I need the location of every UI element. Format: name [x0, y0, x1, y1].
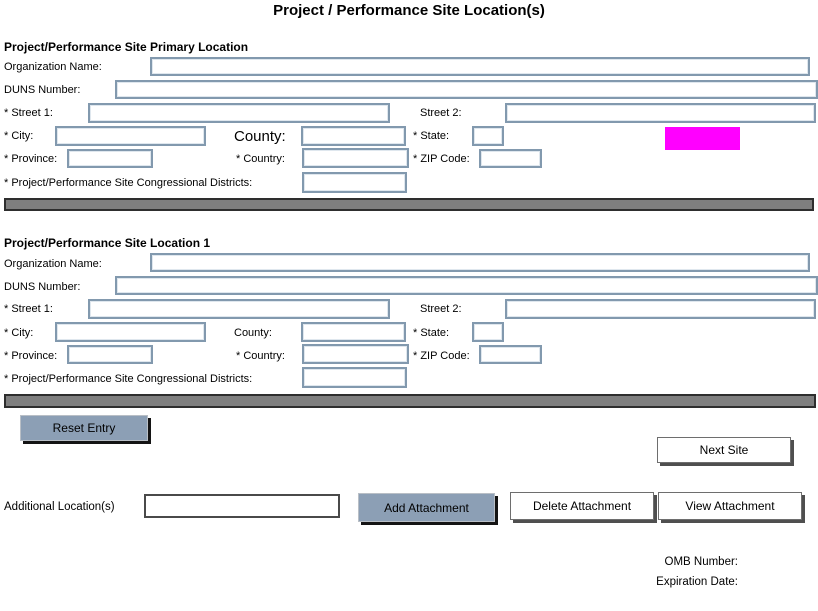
county-label: County: [234, 327, 272, 339]
country-label: * Country: [236, 153, 285, 165]
street2-label: Street 2: [420, 303, 462, 315]
congressional-districts-input[interactable] [302, 367, 407, 388]
county-label: County: [234, 128, 286, 145]
section-divider-bar [4, 198, 814, 211]
additional-locations-label: Additional Location(s) [4, 501, 115, 513]
city-label: * City: [4, 327, 34, 339]
additional-locations-input[interactable] [144, 494, 340, 518]
city-input[interactable] [55, 322, 206, 342]
zip-label: * ZIP Code: [413, 350, 470, 362]
org-name-input[interactable] [150, 253, 810, 272]
province-input[interactable] [67, 345, 153, 364]
org-name-input[interactable] [150, 57, 810, 76]
section-divider-bar [4, 394, 816, 408]
omb-number-label: OMB Number: [664, 556, 739, 568]
magenta-highlight [665, 127, 740, 150]
duns-label: DUNS Number: [4, 84, 81, 96]
county-input[interactable] [301, 322, 406, 342]
duns-input[interactable] [115, 80, 818, 99]
delete-attachment-button[interactable]: Delete Attachment [510, 492, 654, 520]
view-attachment-button[interactable]: View Attachment [658, 492, 802, 520]
state-label: * State: [413, 327, 450, 339]
zip-input[interactable] [479, 345, 542, 364]
country-label: * Country: [236, 350, 285, 362]
street1-input[interactable] [88, 299, 390, 319]
zip-input[interactable] [479, 149, 542, 168]
city-input[interactable] [55, 126, 206, 146]
street1-label: * Street 1: [4, 107, 53, 119]
country-input[interactable] [302, 344, 409, 364]
duns-input[interactable] [115, 276, 818, 295]
section-heading-location-1: Project/Performance Site Location 1 [4, 236, 211, 250]
state-input[interactable] [472, 322, 504, 342]
page-title: Project / Performance Site Location(s) [273, 2, 545, 19]
city-label: * City: [4, 130, 34, 142]
add-attachment-button[interactable]: Add Attachment [358, 493, 495, 522]
state-label: * State: [413, 130, 450, 142]
province-label: * Province: [4, 350, 58, 362]
reset-entry-button[interactable]: Reset Entry [20, 415, 148, 441]
street1-input[interactable] [88, 103, 390, 123]
expiration-date-label: Expiration Date: [656, 576, 738, 588]
duns-label: DUNS Number: [4, 281, 81, 293]
country-input[interactable] [302, 148, 409, 168]
street2-input[interactable] [505, 103, 816, 123]
congressional-districts-label: * Project/Performance Site Congressional… [4, 177, 253, 189]
province-input[interactable] [67, 149, 153, 168]
org-name-label: Organization Name: [4, 61, 102, 73]
org-name-label: Organization Name: [4, 258, 102, 270]
street2-label: Street 2: [420, 107, 462, 119]
zip-label: * ZIP Code: [413, 153, 470, 165]
congressional-districts-label: * Project/Performance Site Congressional… [4, 373, 253, 385]
province-label: * Province: [4, 153, 58, 165]
section-heading-primary: Project/Performance Site Primary Locatio… [4, 40, 249, 54]
street1-label: * Street 1: [4, 303, 53, 315]
congressional-districts-input[interactable] [302, 172, 407, 193]
next-site-button[interactable]: Next Site [657, 437, 791, 463]
street2-input[interactable] [505, 299, 816, 319]
county-input[interactable] [301, 126, 406, 146]
state-input[interactable] [472, 126, 504, 146]
